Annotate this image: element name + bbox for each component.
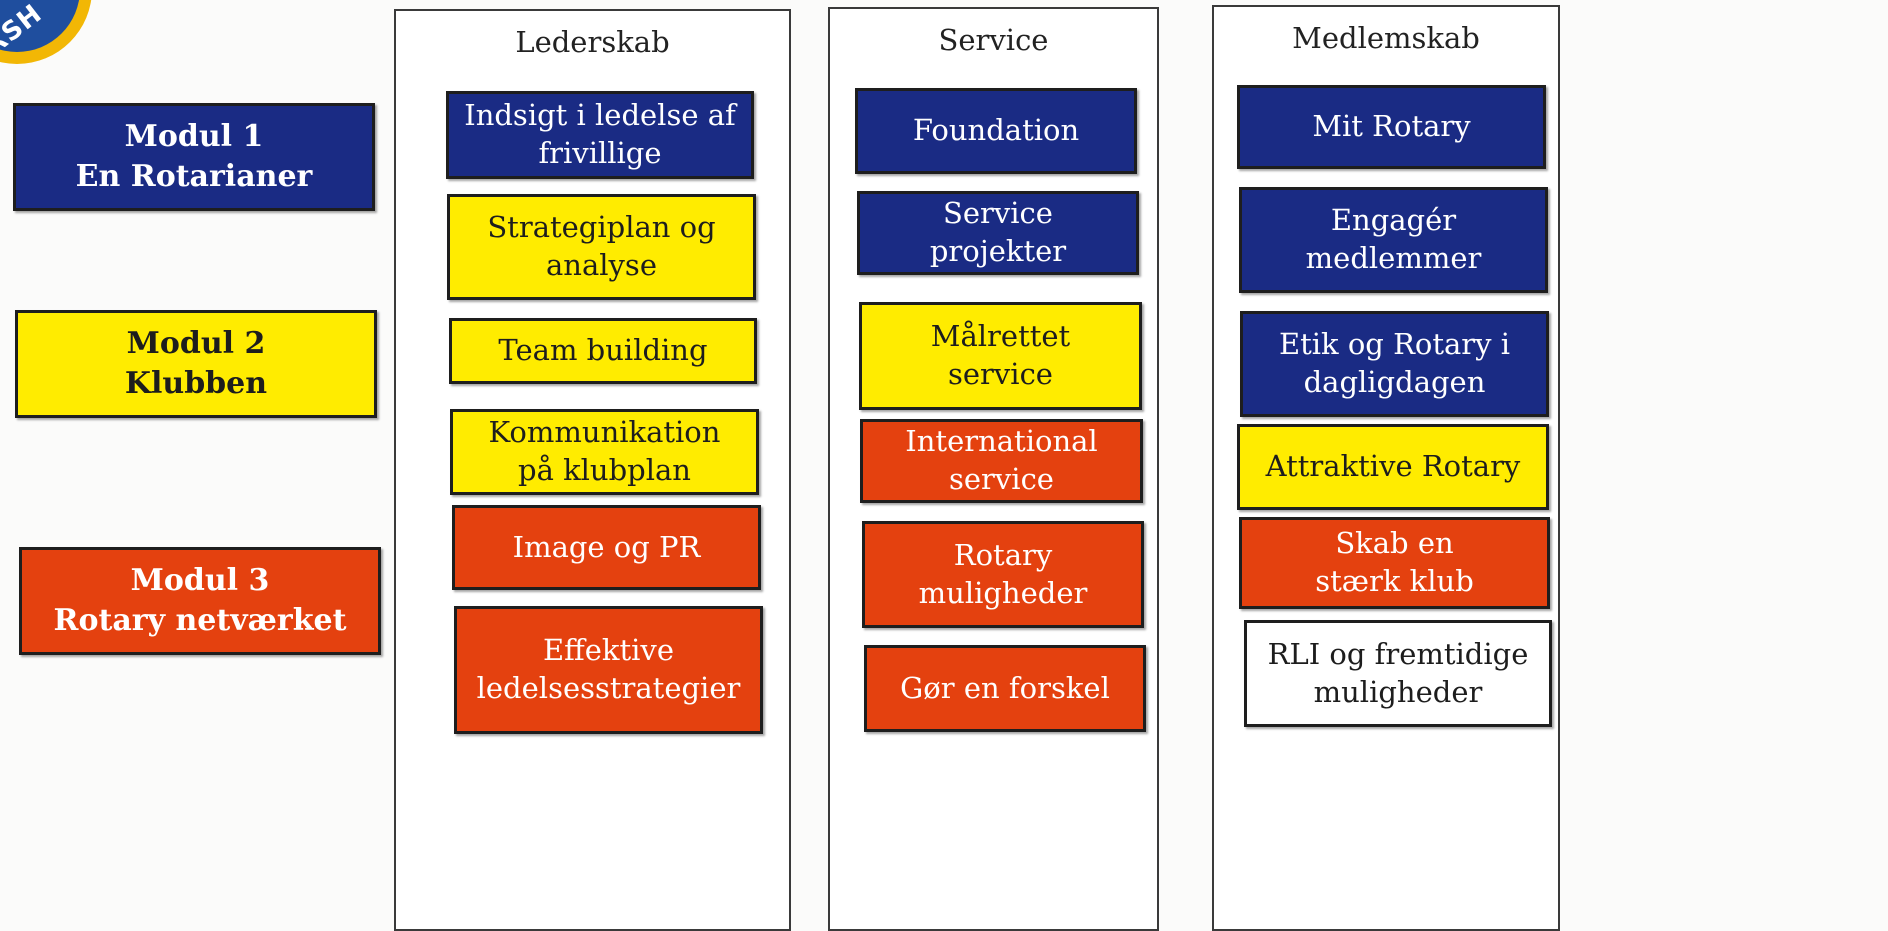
service-item-5: Rotary muligheder <box>862 521 1144 628</box>
medlemskab-item-5: Skab en stærk klub <box>1239 517 1550 609</box>
service-item-2: Service projekter <box>857 191 1139 275</box>
lederskab-item-2: Strategiplan og analyse <box>447 194 756 300</box>
service-item-4: International service <box>860 419 1143 503</box>
module-2-box: Modul 2 Klubben <box>15 310 377 418</box>
service-item-6: Gør en forskel <box>864 645 1146 732</box>
lederskab-item-4: Kommunikation på klubplan <box>450 409 759 495</box>
lederskab-item-6: Effektive ledelsesstrategier <box>454 606 763 734</box>
column-title: Service <box>938 23 1049 57</box>
medlemskab-item-6: RLI og fremtidige muligheder <box>1244 620 1552 727</box>
module-3-box: Modul 3 Rotary netværket <box>19 547 381 655</box>
lederskab-item-3: Team building <box>449 318 757 384</box>
module-1-box: Modul 1 En Rotarianer <box>13 103 375 211</box>
lederskab-item-1: Indsigt i ledelse af frivillige <box>446 91 754 179</box>
medlemskab-item-1: Mit Rotary <box>1237 85 1546 169</box>
medlemskab-item-4: Attraktive Rotary <box>1237 424 1549 510</box>
service-item-1: Foundation <box>855 88 1137 174</box>
lederskab-item-5: Image og PR <box>452 505 761 590</box>
column-title: Medlemskab <box>1292 21 1480 55</box>
logo-badge: RSH <box>0 0 92 64</box>
medlemskab-item-2: Engagér medlemmer <box>1239 187 1548 293</box>
service-item-3: Målrettet service <box>859 302 1142 410</box>
medlemskab-item-3: Etik og Rotary i dagligdagen <box>1240 311 1549 417</box>
column-title: Lederskab <box>515 25 670 59</box>
